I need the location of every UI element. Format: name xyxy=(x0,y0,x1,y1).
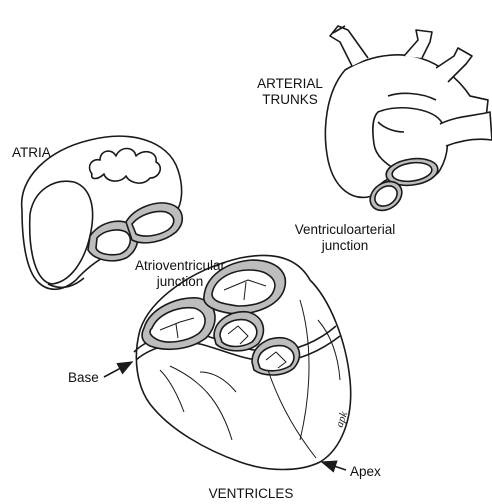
atria-label: ATRIA xyxy=(12,145,51,161)
atrioventricular-line2: junction xyxy=(118,274,242,290)
atrioventricular-junction-label: Atrioventricular junction xyxy=(118,258,242,290)
arterial-trunks-label: ARTERIAL TRUNKS xyxy=(250,76,330,108)
ventricles-label: VENTRICLES xyxy=(196,486,306,502)
base-pointer-arrow xyxy=(104,362,132,377)
apex-label: Apex xyxy=(350,464,381,480)
ventriculoarterial-line2: junction xyxy=(278,238,412,254)
arterial-trunks-line1: ARTERIAL xyxy=(250,76,330,92)
arterial-trunks-drawing xyxy=(325,26,492,216)
atrioventricular-line1: Atrioventricular xyxy=(118,258,242,274)
ventriculoarterial-junction-label: Ventriculoarterial junction xyxy=(278,222,412,254)
apex-pointer-arrow xyxy=(322,462,346,470)
arterial-trunks-line2: TRUNKS xyxy=(250,92,330,108)
base-label: Base xyxy=(68,370,99,386)
ventriculoarterial-line1: Ventriculoarterial xyxy=(278,222,412,238)
